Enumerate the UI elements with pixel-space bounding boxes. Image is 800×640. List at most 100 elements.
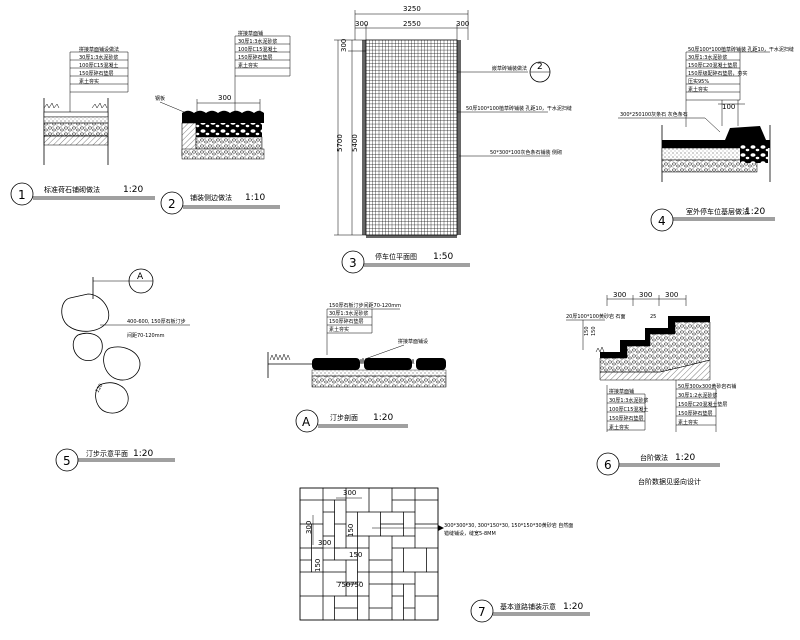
paving-stone <box>403 607 416 621</box>
detail-a-right-leader: 拼接草面铺设 <box>364 338 428 360</box>
detail-a-title: 汀步剖面 <box>330 413 358 422</box>
paving-stone <box>403 583 416 609</box>
detail-7-paving-plan: 300 300 300 150 150 150 750 750 300*300*… <box>299 487 590 623</box>
detail-6-scale: 1:20 <box>675 453 695 463</box>
detail-5-callout: A <box>137 272 144 282</box>
detail-6-left-layer-4: 素土夯实 <box>609 424 629 431</box>
detail-6-dim-1: 300 <box>613 291 626 299</box>
paving-stone <box>414 499 439 525</box>
detail-5-stones <box>61 293 141 414</box>
detail-2-layer-3: 150厚碎石垫层 <box>238 54 273 61</box>
paving-stone <box>368 571 393 585</box>
detail-2-layer-2: 100厚C15混凝土 <box>238 46 277 53</box>
detail-3-title: 停车位平面图 <box>375 252 417 261</box>
detail-1-layer-2: 100厚C15混凝土 <box>79 62 118 69</box>
detail-2-scale: 1:10 <box>245 193 265 203</box>
detail-4-section: 50厚100*100植草砖铺装 孔距10，干水泥扫缝 30厚1:3水泥砂浆 15… <box>618 46 794 232</box>
detail-a-layer-1: 30厚1:3水泥砂浆 <box>329 310 368 317</box>
detail-7-pattern <box>299 487 439 621</box>
detail-4-layer-5: 素土夯实 <box>688 86 708 93</box>
detail-4-leader-lines <box>685 51 770 127</box>
detail-5-number: 5 <box>63 454 71 468</box>
detail-6-left-label: 20厚100*100黄砂岩 石面 <box>566 313 626 320</box>
detail-a-section: 150厚石板汀步间距70-120mm 30厚1:3水泥砂浆 150厚碎石垫层 素… <box>267 302 447 433</box>
detail-2-section-drawing <box>181 110 265 160</box>
detail-7-dim-150b: 150 <box>347 524 355 537</box>
detail-7-leader: 300*300*30, 300*150*30, 150*150*30黄砂岩 自然… <box>372 522 573 537</box>
detail-6-left-dimensions: 150 150 25 20厚100*100黄砂岩 石面 <box>566 313 656 350</box>
paving-stone <box>391 583 404 597</box>
detail-6-title-block: 6 台阶做法 1:20 台阶数据见竖向设计 <box>596 452 720 486</box>
detail-4-left-leader: 300*250100灰条石 灰色条石 <box>618 111 721 133</box>
detail-a-layer-3: 素土夯实 <box>329 326 349 333</box>
detail-6-right-layer-3: 150厚碎石垫层 <box>678 410 713 417</box>
detail-3-scale: 1:50 <box>433 252 453 262</box>
detail-4-layer-3: 150厚级配碎石垫层，夯实 <box>688 70 748 77</box>
detail-2-layer-4: 素土夯实 <box>238 62 258 69</box>
paving-stone <box>368 559 393 573</box>
paving-stone <box>368 607 393 621</box>
detail-6-title: 台阶做法 <box>640 453 668 462</box>
detail-5-label-1: 400-600, 150厚石板汀步 <box>127 318 186 325</box>
detail-7-dim-300b: 300 <box>305 521 313 534</box>
detail-4-title: 室外停车位基层做法 <box>686 207 749 216</box>
detail-3-dim-top-main: 2550 <box>403 20 421 28</box>
paving-stone <box>368 535 393 561</box>
paving-stone <box>403 511 416 537</box>
detail-6-dim-h3: 25 <box>650 314 656 320</box>
detail-2-section: 拼接草面铺 30厚1:3水泥砂浆 100厚C15混凝土 150厚碎石垫层 素土夯… <box>155 30 291 215</box>
paving-stone <box>391 547 404 573</box>
paving-stone <box>414 595 439 621</box>
paving-stone <box>414 523 439 549</box>
paving-stone <box>322 511 335 537</box>
detail-a-right-label: 拼接草面铺设 <box>398 338 428 345</box>
detail-4-number: 4 <box>658 214 666 228</box>
detail-6-left-layer-0: 拼接草面铺 <box>609 388 634 395</box>
detail-1-layer-3: 150厚碎石垫层 <box>79 70 114 77</box>
paving-stone <box>334 607 358 621</box>
detail-3-number: 3 <box>349 256 357 270</box>
detail-6-dim-h2: 150 <box>591 326 597 336</box>
detail-a-scale: 1:20 <box>373 413 393 423</box>
detail-2-left-label: 钢板 <box>155 95 165 102</box>
detail-a-leader-lines <box>326 308 400 355</box>
detail-3-dim-left-total: 5700 <box>336 134 344 152</box>
detail-1-leader-lines <box>69 51 129 115</box>
detail-2-title-block: 2 铺装侧边做法 1:10 <box>160 191 280 215</box>
paving-stone <box>368 487 393 513</box>
paving-stone <box>391 499 416 513</box>
detail-2-number: 2 <box>168 197 176 211</box>
detail-3-left-dimensions: 300 5700 5400 <box>334 39 366 236</box>
detail-6-right-layer-4: 素土夯实 <box>678 419 698 426</box>
paving-stone <box>391 595 404 621</box>
detail-6-dim-2: 300 <box>639 291 652 299</box>
detail-6-top-dimensions: 300 300 300 <box>606 291 687 306</box>
paving-stone <box>357 535 370 549</box>
detail-2-title: 铺装侧边做法 <box>190 193 232 202</box>
detail-2-layer-1: 30厚1:3水泥砂浆 <box>238 38 277 45</box>
detail-6-right-layer-0: 50厚300x300黄砂岩石铺 <box>678 383 736 390</box>
detail-1-scale: 1:20 <box>123 185 143 195</box>
detail-3-dim-top-total: 3250 <box>403 5 421 13</box>
paving-stone <box>403 547 427 573</box>
detail-1-layer-4: 素土夯实 <box>79 78 99 85</box>
detail-2-leader-lines <box>234 35 291 113</box>
detail-7-title-block: 7 基本道路铺装示意 1:20 <box>470 599 590 623</box>
detail-4-layer-4: 压实95% <box>688 78 709 85</box>
detail-6-steps-section: 300 300 300 150 150 25 20厚100*100黄砂岩 石面 <box>566 291 736 486</box>
detail-7-scale: 1:20 <box>563 602 583 612</box>
detail-3-top-dimensions: 3250 300 2550 300 <box>354 5 469 40</box>
detail-a-layer-0: 150厚石板汀步间距70-120mm <box>329 302 401 309</box>
detail-4-layer-0: 50厚100*100植草砖铺装 孔距10，干水泥扫缝 <box>688 46 794 53</box>
detail-1-number: 1 <box>18 188 26 202</box>
detail-7-title: 基本道路铺装示意 <box>500 602 556 611</box>
detail-3-dim-top-right: 300 <box>456 20 469 28</box>
paving-stone <box>380 511 404 525</box>
paving-stone <box>391 535 416 549</box>
detail-2-dimension: 300 <box>196 94 261 113</box>
detail-5-title-block: 5 汀步示意平面 1:20 <box>55 448 175 472</box>
detail-6-number: 6 <box>604 458 612 472</box>
detail-6-dim-3: 300 <box>665 291 678 299</box>
paving-stone <box>426 547 439 573</box>
detail-6-left-layer-3: 150厚碎石垫层 <box>609 415 644 422</box>
